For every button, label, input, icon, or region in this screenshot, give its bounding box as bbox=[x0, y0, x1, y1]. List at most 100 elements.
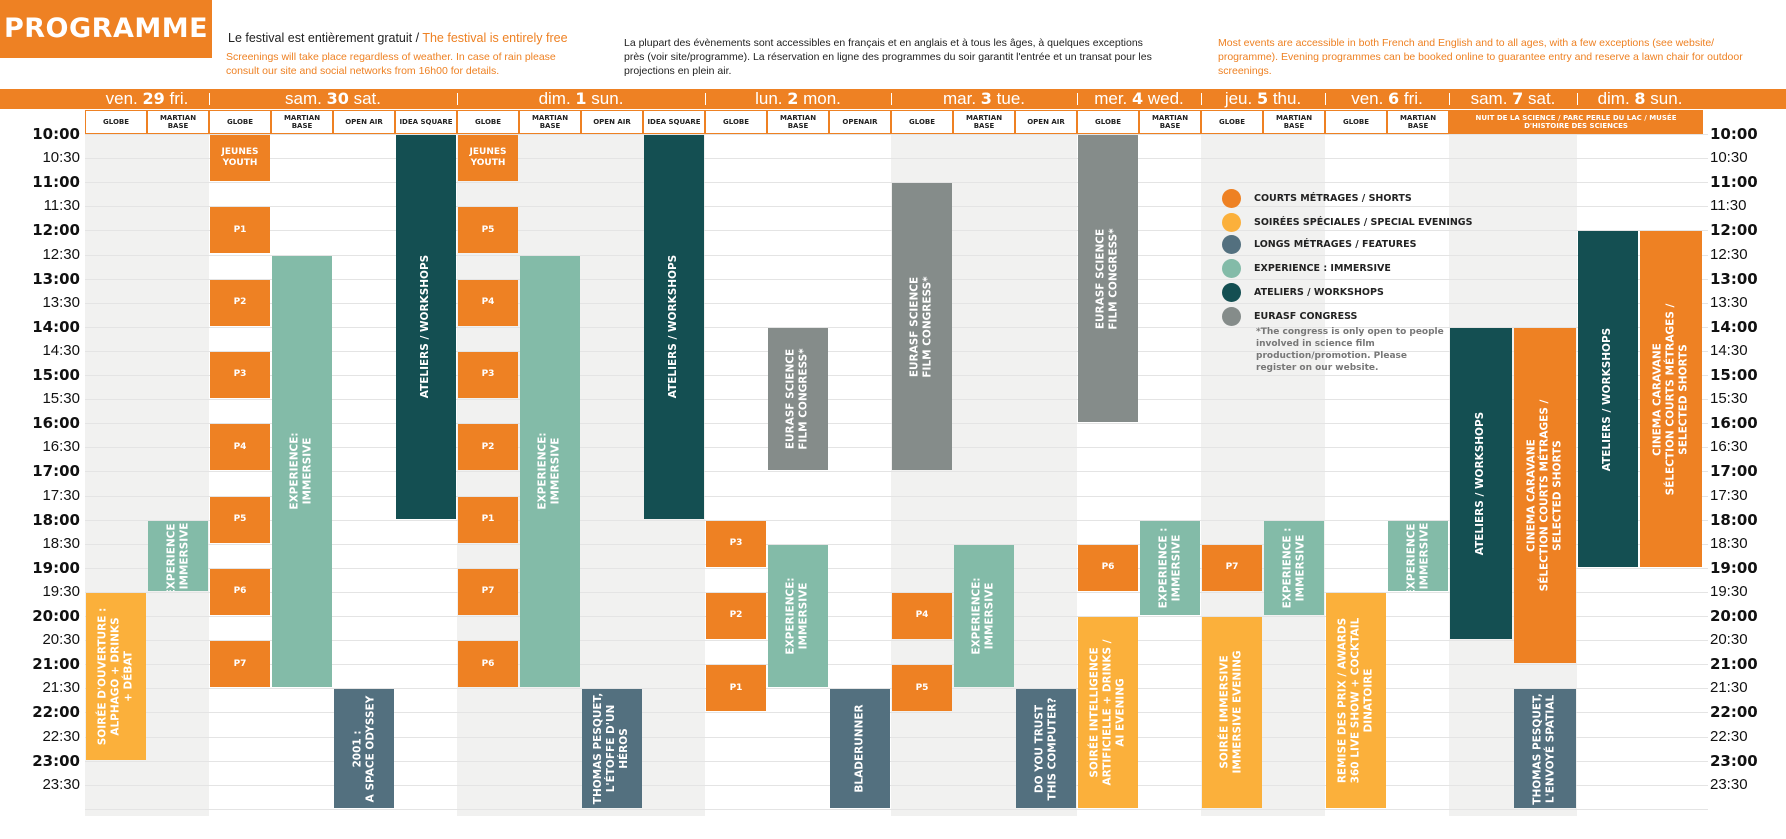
event-block[interactable]: P5 bbox=[210, 496, 270, 543]
day-separator bbox=[1201, 93, 1202, 105]
event-block[interactable]: P3 bbox=[706, 520, 766, 567]
grid-line bbox=[85, 519, 1708, 521]
venue-label: GLOBE bbox=[705, 110, 767, 134]
event-title: P2 bbox=[481, 441, 495, 452]
event-block[interactable]: EXPERIENCE :IMMERSIVE bbox=[1140, 520, 1200, 615]
time-label: 17:30 bbox=[42, 486, 80, 504]
event-block[interactable]: P3 bbox=[210, 351, 270, 399]
event-block[interactable]: P4 bbox=[458, 279, 518, 326]
event-title: P6 bbox=[233, 586, 247, 597]
day-name-fr: sam. bbox=[1470, 89, 1513, 108]
event-block[interactable]: P1 bbox=[458, 496, 518, 543]
event-block[interactable]: P2 bbox=[458, 424, 518, 471]
event-title: P1 bbox=[729, 682, 743, 693]
event-title: EXPERIENCE :IMMERSIVE bbox=[1405, 520, 1431, 591]
event-block[interactable]: BLADERUNNER bbox=[830, 689, 890, 808]
event-block[interactable]: P1 bbox=[210, 207, 270, 254]
event-block[interactable]: SOIRÉE D'OUVERTURE :ALPHAGO + DRINKS+ DÉ… bbox=[86, 592, 146, 760]
event-block[interactable]: P3 bbox=[458, 351, 518, 399]
event-block[interactable]: P4 bbox=[892, 592, 952, 640]
legend-label: SOIRÉES SPÉCIALES / SPECIAL EVENINGS bbox=[1254, 216, 1473, 228]
time-label: 22:30 bbox=[42, 727, 80, 745]
day-number: 6 bbox=[1388, 89, 1400, 108]
event-block[interactable]: ATELIERS / WORKSHOPS bbox=[1578, 231, 1638, 567]
event-block[interactable]: EXPERIENCE:IMMERSIVE bbox=[954, 544, 1014, 688]
event-title: P7 bbox=[481, 586, 495, 597]
free-note-fr: Le festival est entièrement gratuit / bbox=[228, 31, 423, 45]
event-block[interactable]: P2 bbox=[210, 279, 270, 326]
event-block[interactable]: 2001 :A SPACE ODYSSEY bbox=[334, 689, 394, 808]
event-title: BLADERUNNER bbox=[853, 704, 866, 793]
time-label: 16:00 bbox=[1710, 414, 1758, 433]
legend-swatch bbox=[1222, 234, 1241, 254]
venue-label: MARTIAN BASE bbox=[519, 110, 581, 134]
event-block[interactable]: P5 bbox=[892, 665, 952, 712]
legend-item: SOIRÉES SPÉCIALES / SPECIAL EVENINGS bbox=[1222, 212, 1472, 232]
event-title: EXPERIENCE:IMMERSIVE bbox=[785, 577, 811, 655]
event-title: EXPERIENCE:IMMERSIVE bbox=[537, 432, 563, 510]
event-title: EXPERIENCE:IMMERSIVE bbox=[289, 432, 315, 510]
day-name-fr: dim. bbox=[1597, 89, 1635, 108]
event-block[interactable]: THOMAS PESQUET,L'ENVOYÉ SPATIAL bbox=[1514, 689, 1576, 808]
event-block[interactable]: P7 bbox=[1202, 544, 1262, 591]
event-block[interactable]: P6 bbox=[1078, 544, 1138, 591]
day-separator bbox=[1577, 93, 1578, 105]
venue-label: GLOBE bbox=[891, 110, 953, 134]
event-block[interactable]: ATELIERS / WORKSHOPS bbox=[644, 135, 704, 519]
event-block[interactable]: P5 bbox=[458, 207, 518, 254]
event-block[interactable]: ATELIERS / WORKSHOPS bbox=[1450, 327, 1512, 640]
event-title: EXPERIENCE :IMMERSIVE bbox=[165, 520, 191, 591]
event-title: P3 bbox=[233, 369, 247, 380]
day-name-fr: mer. bbox=[1094, 89, 1132, 108]
time-label: 12:30 bbox=[1710, 245, 1748, 263]
event-block[interactable]: EXPERIENCE:IMMERSIVE bbox=[520, 255, 580, 688]
venue-label: MARTIAN BASE bbox=[1263, 110, 1325, 134]
event-block[interactable]: EXPERIENCE:IMMERSIVE bbox=[272, 255, 332, 688]
event-block[interactable]: P7 bbox=[458, 568, 518, 615]
event-block[interactable]: P7 bbox=[210, 641, 270, 688]
event-block[interactable]: P1 bbox=[706, 665, 766, 712]
time-label: 22:00 bbox=[1710, 703, 1758, 722]
legend-swatch bbox=[1222, 306, 1241, 326]
time-label: 10:00 bbox=[32, 125, 80, 143]
event-block[interactable]: P6 bbox=[458, 641, 518, 688]
time-label: 20:30 bbox=[42, 631, 80, 649]
event-block[interactable]: EXPERIENCE :IMMERSIVE bbox=[1388, 520, 1448, 591]
time-label: 14:30 bbox=[42, 341, 80, 359]
event-block[interactable]: P6 bbox=[210, 568, 270, 615]
free-festival-note: Le festival est entièrement gratuit / Th… bbox=[228, 30, 588, 46]
event-title: P3 bbox=[481, 369, 495, 380]
grid-line bbox=[85, 543, 1708, 545]
venue-label: IDEA SQUARE bbox=[643, 110, 705, 134]
event-title: P3 bbox=[729, 538, 743, 549]
event-title: EXPERIENCE :IMMERSIVE bbox=[1281, 527, 1307, 609]
day-number: 5 bbox=[1256, 89, 1269, 108]
event-block[interactable]: EXPERIENCE:IMMERSIVE bbox=[768, 544, 828, 688]
event-block[interactable]: P2 bbox=[706, 592, 766, 640]
rain-note: Screenings will take place regardless of… bbox=[226, 51, 556, 77]
day-name-en: tue. bbox=[991, 89, 1026, 108]
day-name-fr: lun. bbox=[755, 89, 788, 108]
event-block[interactable]: P4 bbox=[210, 424, 270, 471]
day-name-fr: ven. bbox=[1351, 89, 1389, 108]
event-block[interactable]: EXPERIENCE :IMMERSIVE bbox=[1264, 520, 1324, 615]
event-block[interactable]: EXPERIENCE :IMMERSIVE bbox=[148, 520, 208, 591]
time-label: 23:30 bbox=[42, 775, 80, 793]
grid-line bbox=[85, 591, 1708, 593]
event-block[interactable]: ATELIERS / WORKSHOPS bbox=[396, 135, 456, 519]
grid-line bbox=[85, 712, 1708, 714]
